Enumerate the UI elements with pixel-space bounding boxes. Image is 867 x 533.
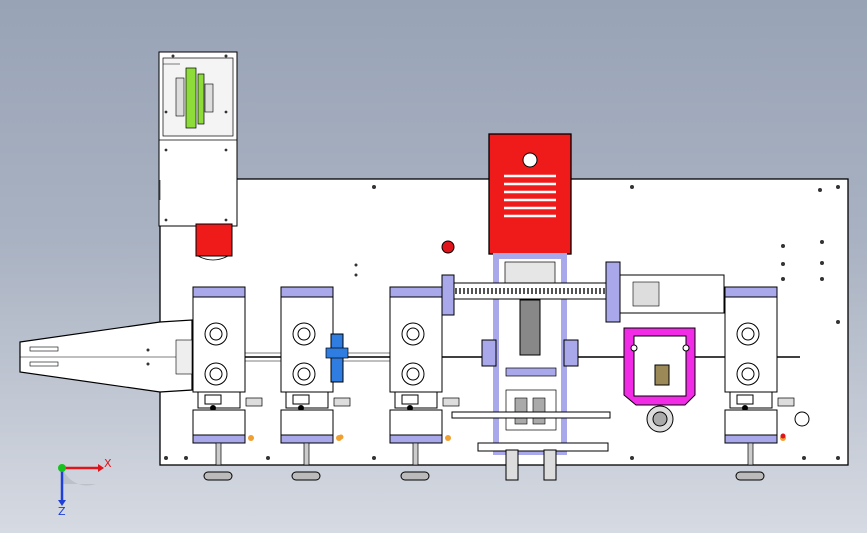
mounting-holes — [164, 185, 840, 460]
red-cover — [488, 133, 572, 255]
green-roller-right — [197, 73, 205, 125]
servo-motor — [619, 274, 725, 314]
z-axis-label: Z — [58, 505, 66, 518]
white-indicator — [794, 411, 810, 427]
x-axis-label: X — [104, 457, 112, 470]
feeding-arm — [19, 319, 193, 393]
red-indicator — [441, 240, 455, 254]
red-motor-block — [195, 223, 233, 257]
feed-station-1[interactable] — [192, 286, 263, 481]
green-roller-left — [185, 67, 197, 129]
orientation-triad: X Z — [58, 457, 112, 518]
upper-roller-housing — [158, 51, 238, 227]
magenta-frame — [623, 327, 696, 433]
